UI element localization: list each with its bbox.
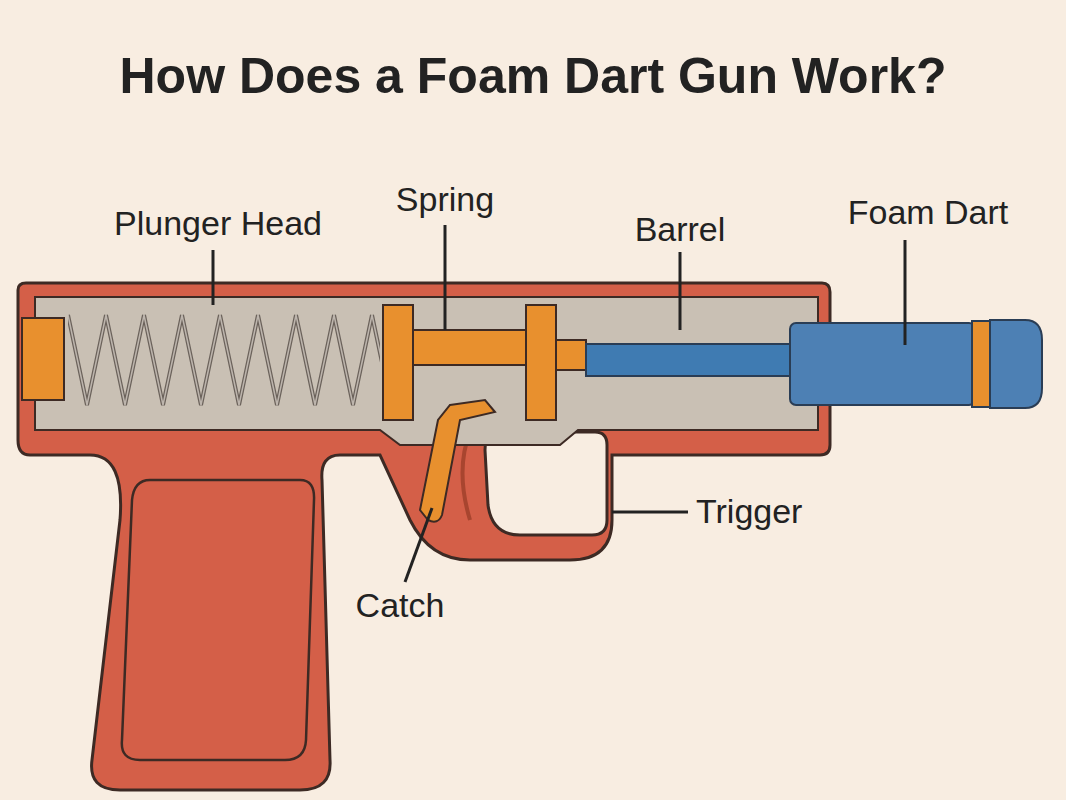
leader-line [612,511,688,514]
trigger-guard [485,432,607,535]
spring-coil [68,305,380,415]
part-label: Foam Dart [848,194,1009,231]
inner-chamber [35,297,818,445]
gun-body [18,283,830,790]
dart-band [972,321,990,407]
leader-line [405,508,432,582]
leader-line [444,225,447,330]
leader-line [904,240,907,345]
plunger-rod [413,330,528,365]
grip-panel [122,480,314,760]
barrel-tube [586,344,796,376]
plunger-head [383,305,413,420]
part-label: Barrel [635,211,726,248]
diagram-title: How Does a Foam Dart Gun Work? [120,49,947,104]
part-label: Catch [356,587,445,624]
end-cap [22,318,64,400]
dart-tip [990,320,1042,408]
part-label: Plunger Head [114,205,322,242]
part-label: Trigger [696,493,802,530]
plunger-tip [556,340,586,370]
catch-lever [420,400,495,522]
dart-body [790,323,975,405]
part-label: Spring [396,181,494,218]
plunger-stop [526,305,556,420]
leader-line [679,252,682,330]
leader-line [212,250,215,305]
